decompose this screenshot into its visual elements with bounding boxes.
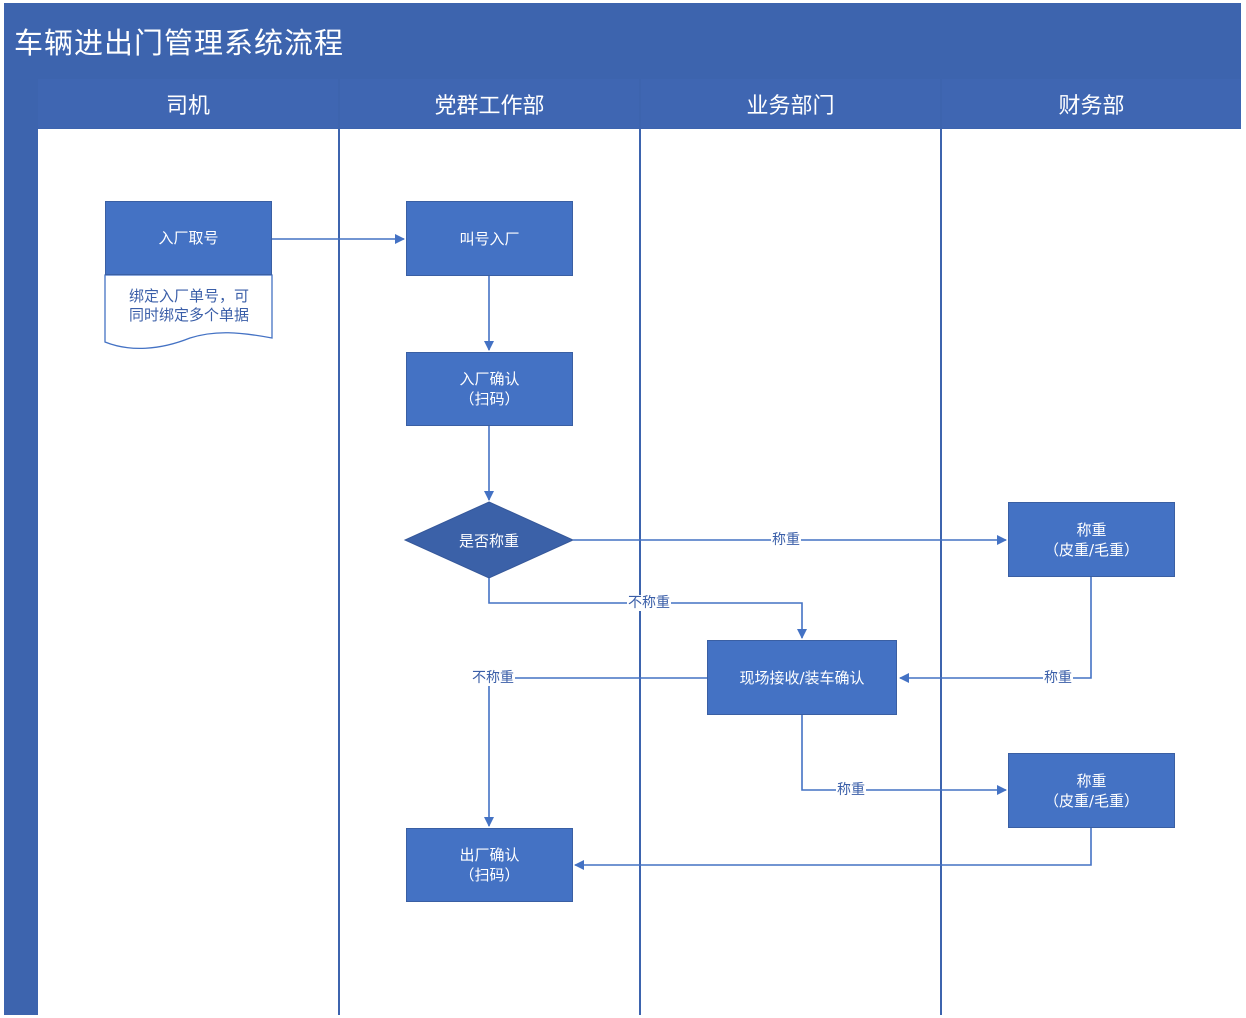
- edge-weigh2-to-exit: [574, 828, 1092, 870]
- edge-label-weigh1-onsite: 称重: [1043, 670, 1073, 686]
- edge-onsite-to-exit: [484, 677, 707, 827]
- document-shape: [104, 274, 273, 350]
- edge-weigh1-to-onsite: [899, 577, 1092, 683]
- node-call-number-label: 叫号入厂: [459, 229, 520, 248]
- node-entry-confirm-line2: （扫码）: [459, 390, 520, 408]
- edge-label-decision-no-weigh: 不称重: [627, 595, 671, 611]
- document-note-line2: 同时绑定多个单据: [128, 306, 249, 324]
- node-weigh-2-line1: 称重: [1076, 771, 1107, 790]
- node-onsite-confirm[interactable]: 现场接收/装车确认: [707, 640, 897, 715]
- node-onsite-confirm-label: 现场接收/装车确认: [739, 668, 865, 687]
- node-weigh-2-line2: （皮重/毛重）: [1043, 791, 1140, 810]
- edge-onsite-to-weigh2: [801, 715, 1007, 795]
- lane-header-finance-dept: 财务部: [942, 79, 1241, 128]
- document-note-line1: 绑定入厂单号，可: [128, 287, 249, 305]
- edge-label-decision-weigh: 称重: [771, 532, 801, 548]
- node-weigh-1-line2: （皮重/毛重）: [1043, 540, 1140, 559]
- edge-label-onsite-weigh2: 称重: [836, 782, 866, 798]
- node-weigh-1-line1: 称重: [1076, 520, 1107, 539]
- page-title: 车辆进出门管理系统流程: [14, 26, 345, 60]
- node-exit-confirm[interactable]: 出厂确认 （扫码）: [406, 828, 573, 902]
- node-entry-confirm-line1: 入厂确认: [459, 370, 520, 388]
- node-call-number[interactable]: 叫号入厂: [406, 201, 573, 276]
- node-take-number[interactable]: 入厂取号: [105, 201, 272, 275]
- lane-header-business-dept: 业务部门: [641, 79, 940, 128]
- lane-header-driver: 司机: [38, 79, 338, 128]
- node-entry-confirm[interactable]: 入厂确认 （扫码）: [406, 352, 573, 426]
- node-exit-confirm-line2: （扫码）: [459, 866, 520, 884]
- node-weigh-2[interactable]: 称重 （皮重/毛重）: [1008, 753, 1175, 828]
- node-exit-confirm-line1: 出厂确认: [459, 846, 520, 864]
- edge-label-onsite-no-weigh: 不称重: [471, 670, 515, 686]
- document-note: 绑定入厂单号，可 同时绑定多个单据: [108, 287, 270, 325]
- node-take-number-label: 入厂取号: [158, 229, 219, 247]
- node-weigh-1[interactable]: 称重 （皮重/毛重）: [1008, 502, 1175, 577]
- decision-label: 是否称重: [458, 532, 519, 550]
- lane-header-party-dept: 党群工作部: [340, 79, 639, 128]
